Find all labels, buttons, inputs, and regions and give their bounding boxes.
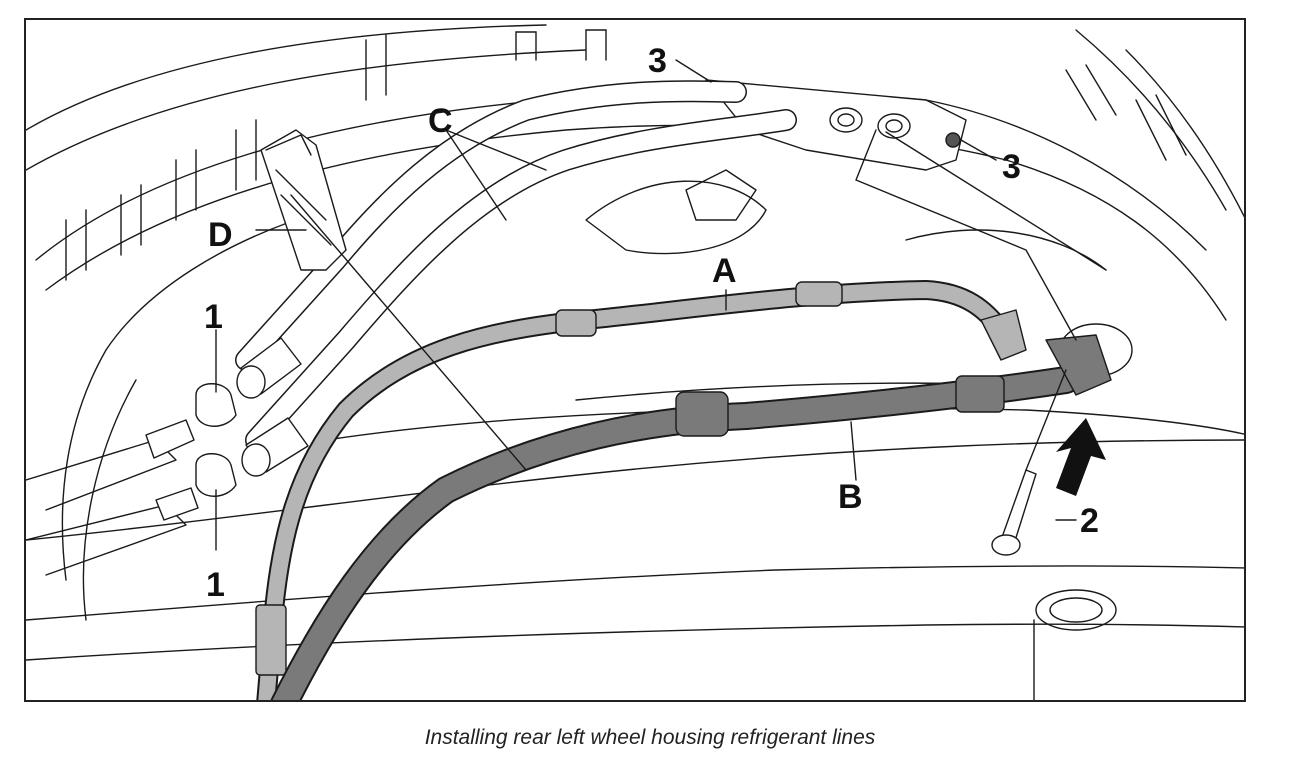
refrigerant-line-c xyxy=(235,80,797,477)
bolt-2 xyxy=(991,369,1067,556)
bracket-d xyxy=(260,129,347,271)
housing-ribs xyxy=(65,29,1187,281)
diagram-frame: A B C D 1 1 2 3 3 xyxy=(24,18,1246,702)
refrigerant-line-b xyxy=(270,334,1112,700)
arrow-icon xyxy=(1056,418,1106,496)
callout-a: A xyxy=(712,252,737,290)
callout-c: C xyxy=(428,102,453,140)
callout-1-top: 1 xyxy=(204,298,223,336)
callout-b: B xyxy=(838,478,863,516)
callout-d: D xyxy=(208,216,233,254)
leader-lines xyxy=(215,59,1107,551)
callout-3-right: 3 xyxy=(1002,148,1021,186)
callout-2: 2 xyxy=(1080,502,1099,540)
clamps-1 xyxy=(26,383,237,576)
refrigerant-line-a xyxy=(255,280,1027,700)
figure-caption: Installing rear left wheel housing refri… xyxy=(424,726,876,749)
callout-3-left: 3 xyxy=(648,42,667,80)
callout-1-bottom: 1 xyxy=(206,566,225,604)
refrigerant-line-illustration: A B C D 1 1 2 3 3 xyxy=(26,24,1244,700)
